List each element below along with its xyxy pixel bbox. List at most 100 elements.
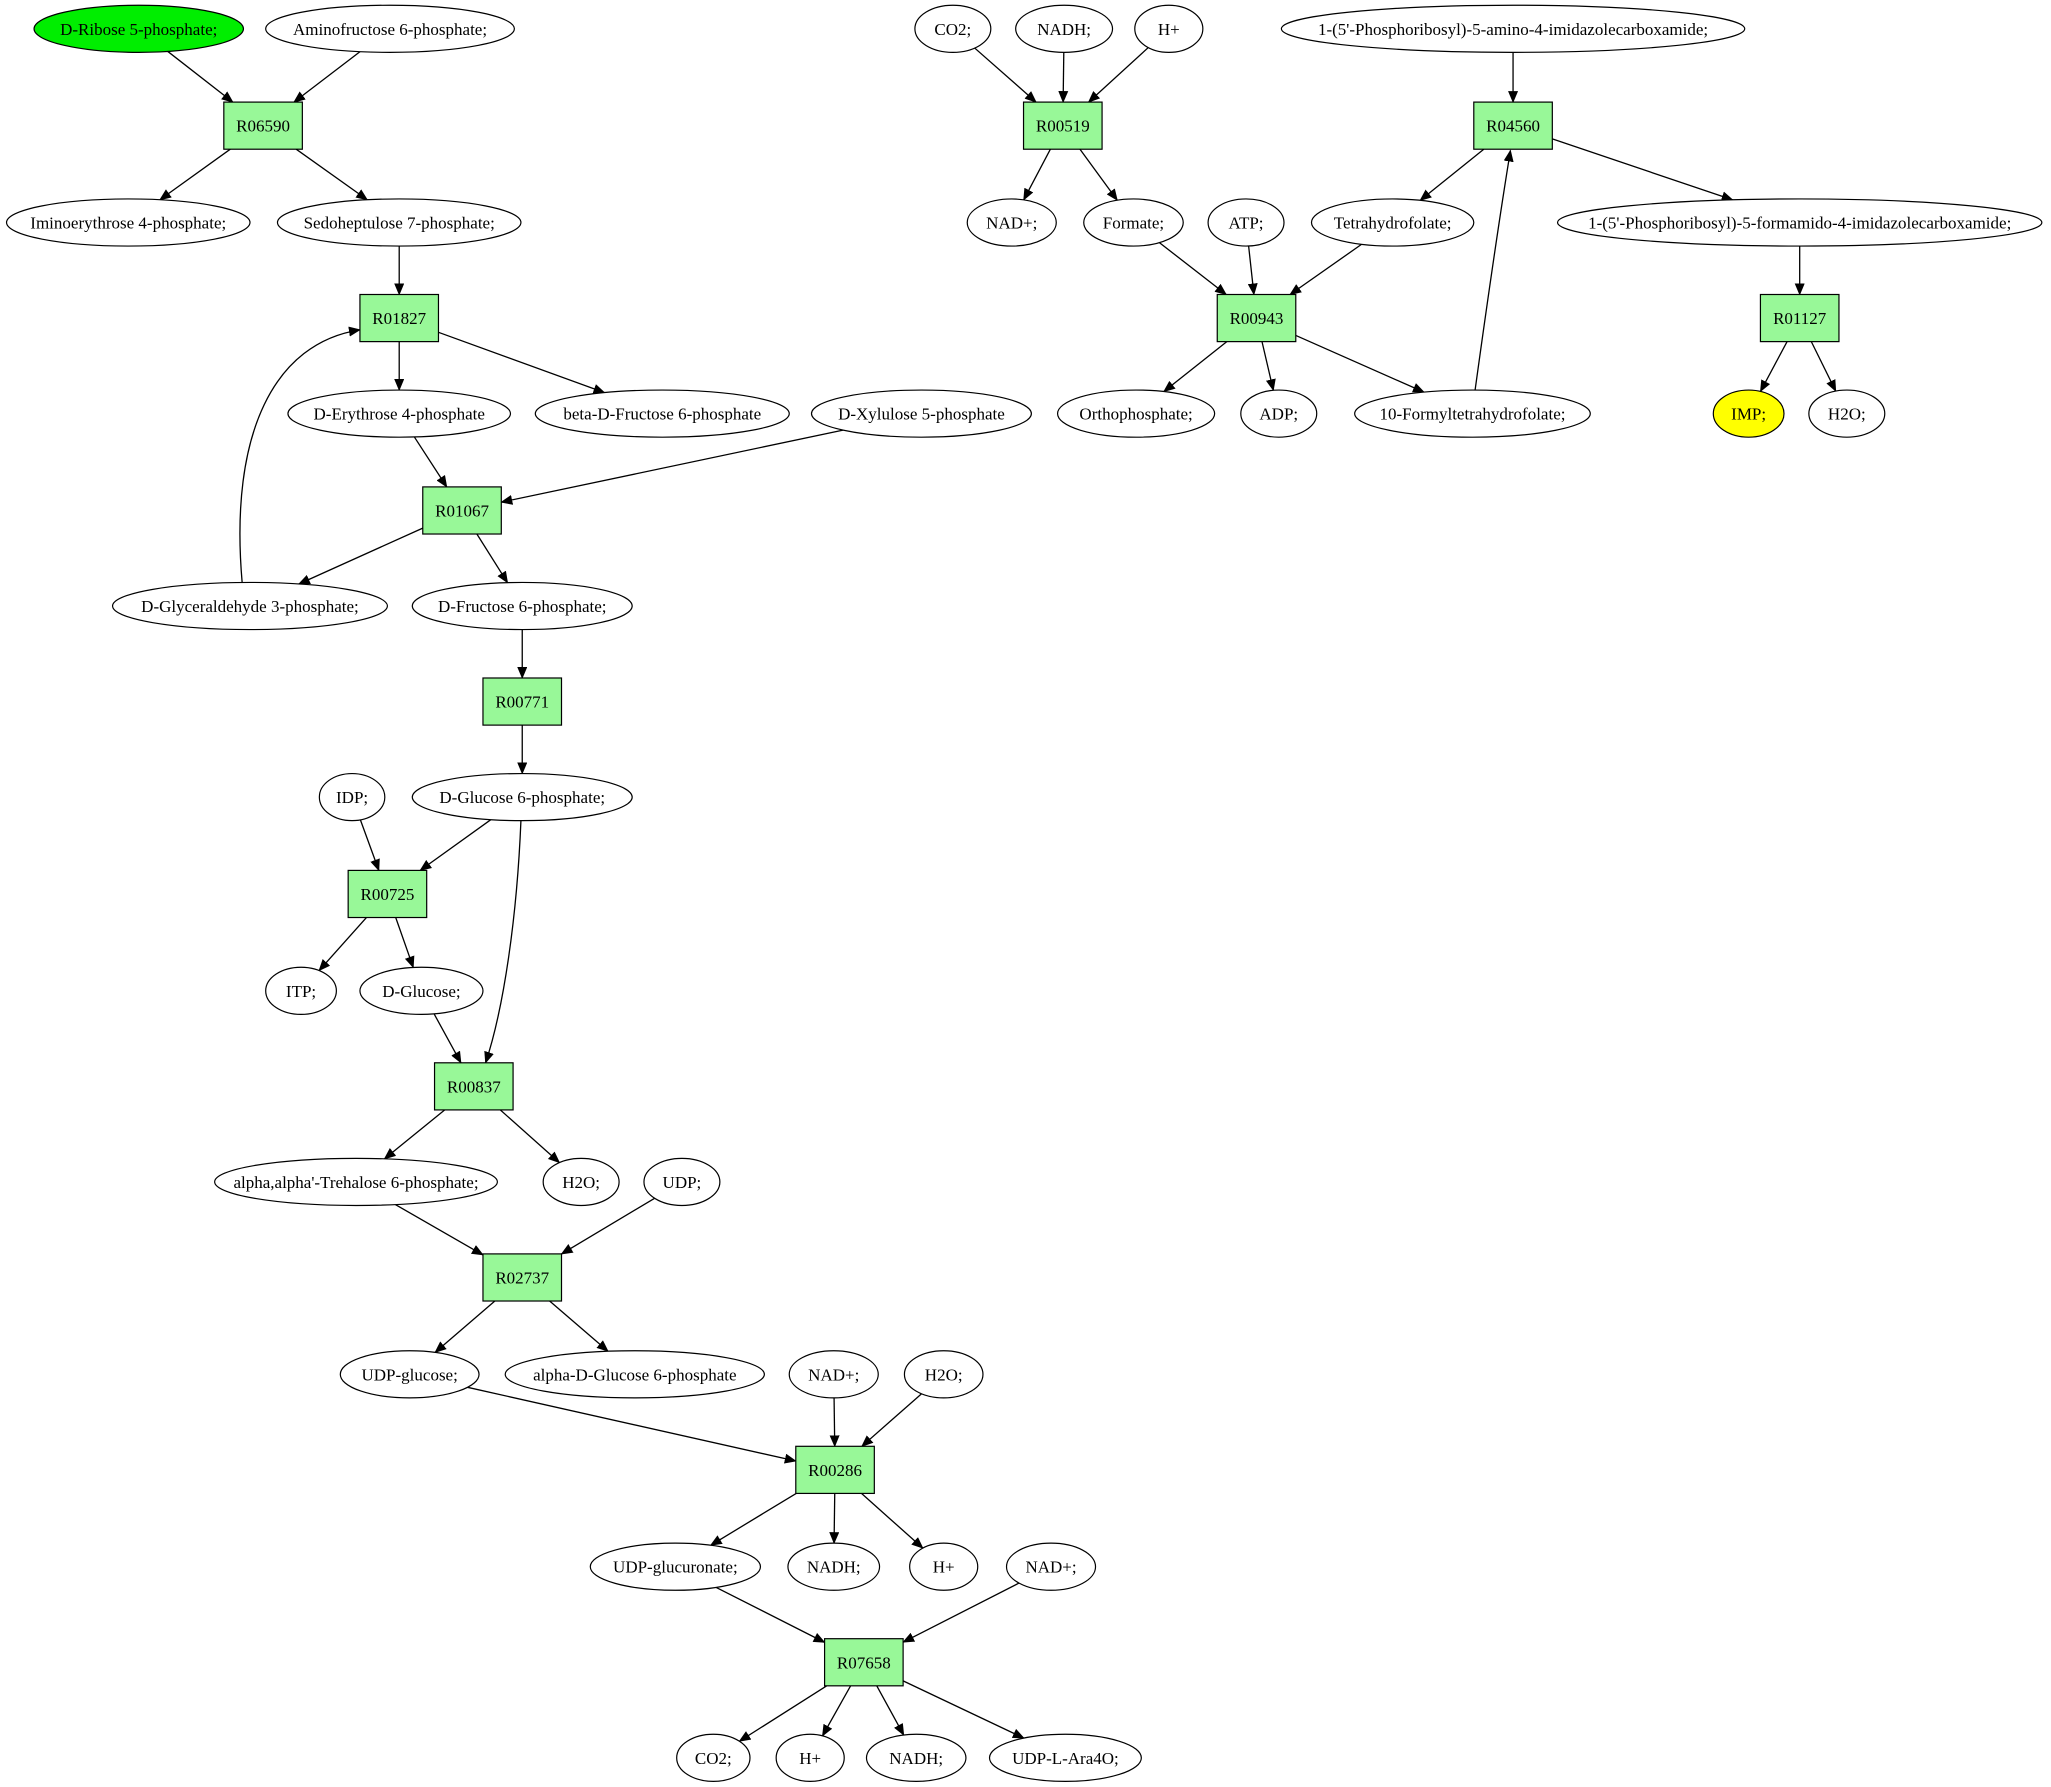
compound-ellipse[interactable]	[988, 1733, 1142, 1782]
compound-ellipse[interactable]	[1310, 198, 1475, 247]
compound-node-c_pi[interactable]: Orthophosphate;	[1056, 389, 1216, 438]
reaction-node-r_R01127[interactable]: R01127	[1759, 293, 1840, 343]
reaction-node-r_R00725[interactable]: R00725	[347, 869, 428, 919]
compound-node-c_iminoery4p[interactable]: Iminoerythrose 4-phosphate;	[5, 198, 251, 247]
compound-node-c_co2_a[interactable]: CO2;	[676, 1733, 751, 1782]
compound-ellipse[interactable]	[1280, 4, 1746, 53]
compound-ellipse[interactable]	[788, 1350, 879, 1399]
reaction-node-r_R04560[interactable]: R04560	[1473, 101, 1553, 150]
compound-ellipse[interactable]	[1556, 198, 2043, 247]
compound-node-c_udp[interactable]: UDP;	[643, 1157, 721, 1207]
compound-ellipse[interactable]	[676, 1733, 751, 1782]
compound-ellipse[interactable]	[865, 1733, 967, 1782]
compound-node-c_faicar[interactable]: 1-(5'-Phosphoribosyl)-5-formamido-4-imid…	[1556, 198, 2043, 247]
compound-node-c_itp[interactable]: ITP;	[265, 966, 337, 1015]
compound-node-c_bfru6p[interactable]: beta-D-Fructose 6-phosphate	[534, 389, 790, 438]
compound-ellipse[interactable]	[810, 389, 1032, 438]
compound-node-c_adp[interactable]: ADP;	[1240, 389, 1318, 438]
compound-ellipse[interactable]	[1015, 4, 1114, 53]
reaction-node-r_R02737[interactable]: R02737	[482, 1253, 563, 1302]
compound-ellipse[interactable]	[903, 1350, 984, 1399]
compound-node-c_gap[interactable]: D-Glyceraldehyde 3-phosphate;	[111, 581, 389, 631]
compound-ellipse[interactable]	[5, 198, 251, 247]
compound-node-c_h_c[interactable]: H+	[1134, 4, 1204, 53]
compound-ellipse[interactable]	[265, 4, 515, 53]
compound-ellipse[interactable]	[318, 772, 386, 822]
reaction-box[interactable]	[359, 293, 440, 343]
compound-node-c_h_a[interactable]: H+	[909, 1542, 979, 1591]
compound-node-c_ery4p[interactable]: D-Erythrose 4-phosphate	[287, 389, 512, 438]
compound-node-c_aglc6p[interactable]: alpha-D-Glucose 6-phosphate	[504, 1350, 765, 1399]
compound-ellipse[interactable]	[643, 1157, 721, 1207]
compound-node-c_nadh_a[interactable]: NADH;	[787, 1542, 881, 1591]
compound-node-c_formate[interactable]: Formate;	[1083, 198, 1184, 247]
compound-ellipse[interactable]	[287, 389, 512, 438]
reaction-box[interactable]	[1216, 293, 1297, 343]
compound-node-c_udpglc[interactable]: UDP-glucose;	[339, 1350, 480, 1399]
compound-ellipse[interactable]	[775, 1733, 845, 1782]
compound-node-c_nadp_a[interactable]: NAD+;	[788, 1350, 879, 1399]
compound-ellipse[interactable]	[542, 1157, 620, 1207]
reaction-node-r_R00519[interactable]: R00519	[1022, 101, 1103, 150]
reaction-box[interactable]	[223, 101, 303, 150]
compound-ellipse[interactable]	[339, 1350, 480, 1399]
compound-node-c_sedo7p[interactable]: Sedoheptulose 7-phosphate;	[276, 198, 522, 247]
compound-node-c_h2o_b[interactable]: H2O;	[903, 1350, 984, 1399]
compound-node-c_nadh_b[interactable]: NADH;	[865, 1733, 967, 1782]
reaction-box[interactable]	[347, 869, 428, 919]
reaction-node-r_R00286[interactable]: R00286	[795, 1445, 875, 1495]
compound-ellipse[interactable]	[265, 966, 337, 1015]
compound-ellipse[interactable]	[966, 198, 1057, 247]
reaction-node-r_R01067[interactable]: R01067	[422, 486, 502, 535]
compound-ellipse[interactable]	[1712, 389, 1785, 438]
compound-ellipse[interactable]	[411, 581, 633, 631]
compound-node-c_thf[interactable]: Tetrahydrofolate;	[1310, 198, 1475, 247]
compound-ellipse[interactable]	[214, 1157, 498, 1207]
compound-ellipse[interactable]	[504, 1350, 765, 1399]
compound-node-c_glc6p[interactable]: D-Glucose 6-phosphate;	[411, 772, 633, 822]
reaction-node-r_R01827[interactable]: R01827	[359, 293, 440, 343]
compound-node-c_glc[interactable]: D-Glucose;	[359, 966, 484, 1015]
compound-ellipse[interactable]	[1207, 198, 1285, 247]
compound-node-c_h2o_c[interactable]: H2O;	[1808, 389, 1886, 438]
reaction-box[interactable]	[1022, 101, 1103, 150]
compound-node-c_imp[interactable]: IMP;	[1712, 389, 1785, 438]
compound-node-c_idp[interactable]: IDP;	[318, 772, 386, 822]
compound-node-c_nadp_b[interactable]: NAD+;	[1005, 1542, 1097, 1591]
reaction-node-r_R00943[interactable]: R00943	[1216, 293, 1297, 343]
reaction-box[interactable]	[1759, 293, 1840, 343]
compound-ellipse[interactable]	[276, 198, 522, 247]
compound-node-c_fru6p[interactable]: D-Fructose 6-phosphate;	[411, 581, 633, 631]
compound-ellipse[interactable]	[411, 772, 633, 822]
compound-ellipse[interactable]	[1056, 389, 1216, 438]
compound-node-c_aicar[interactable]: 1-(5'-Phosphoribosyl)-5-amino-4-imidazol…	[1280, 4, 1746, 53]
compound-node-c_ribose5p[interactable]: D-Ribose 5-phosphate;	[33, 4, 245, 53]
compound-node-c_fthf[interactable]: 10-Formyltetrahydrofolate;	[1354, 389, 1591, 438]
compound-ellipse[interactable]	[1083, 198, 1184, 247]
compound-ellipse[interactable]	[787, 1542, 881, 1591]
compound-node-c_udpara4o[interactable]: UDP-L-Ara4O;	[988, 1733, 1142, 1782]
compound-node-c_atp[interactable]: ATP;	[1207, 198, 1285, 247]
reaction-box[interactable]	[795, 1445, 875, 1495]
compound-node-c_h_b[interactable]: H+	[775, 1733, 845, 1782]
compound-node-c_nadh_c[interactable]: NADH;	[1015, 4, 1114, 53]
reaction-box[interactable]	[482, 1253, 563, 1302]
reaction-node-r_R07658[interactable]: R07658	[823, 1638, 904, 1687]
compound-ellipse[interactable]	[1808, 389, 1886, 438]
reaction-box[interactable]	[482, 677, 563, 726]
compound-ellipse[interactable]	[33, 4, 245, 53]
reaction-box[interactable]	[1473, 101, 1553, 150]
compound-ellipse[interactable]	[1354, 389, 1591, 438]
compound-ellipse[interactable]	[589, 1542, 762, 1591]
compound-node-c_tre6p[interactable]: alpha,alpha'-Trehalose 6-phosphate;	[214, 1157, 498, 1207]
reaction-box[interactable]	[433, 1062, 514, 1111]
compound-ellipse[interactable]	[909, 1542, 979, 1591]
reaction-box[interactable]	[422, 486, 502, 535]
compound-node-c_aminofru6p[interactable]: Aminofructose 6-phosphate;	[265, 4, 515, 53]
compound-ellipse[interactable]	[1134, 4, 1204, 53]
reaction-box[interactable]	[823, 1638, 904, 1687]
compound-node-c_nadp_c[interactable]: NAD+;	[966, 198, 1057, 247]
compound-node-c_xylu5p[interactable]: D-Xylulose 5-phosphate	[810, 389, 1032, 438]
reaction-node-r_R06590[interactable]: R06590	[223, 101, 303, 150]
compound-ellipse[interactable]	[359, 966, 484, 1015]
